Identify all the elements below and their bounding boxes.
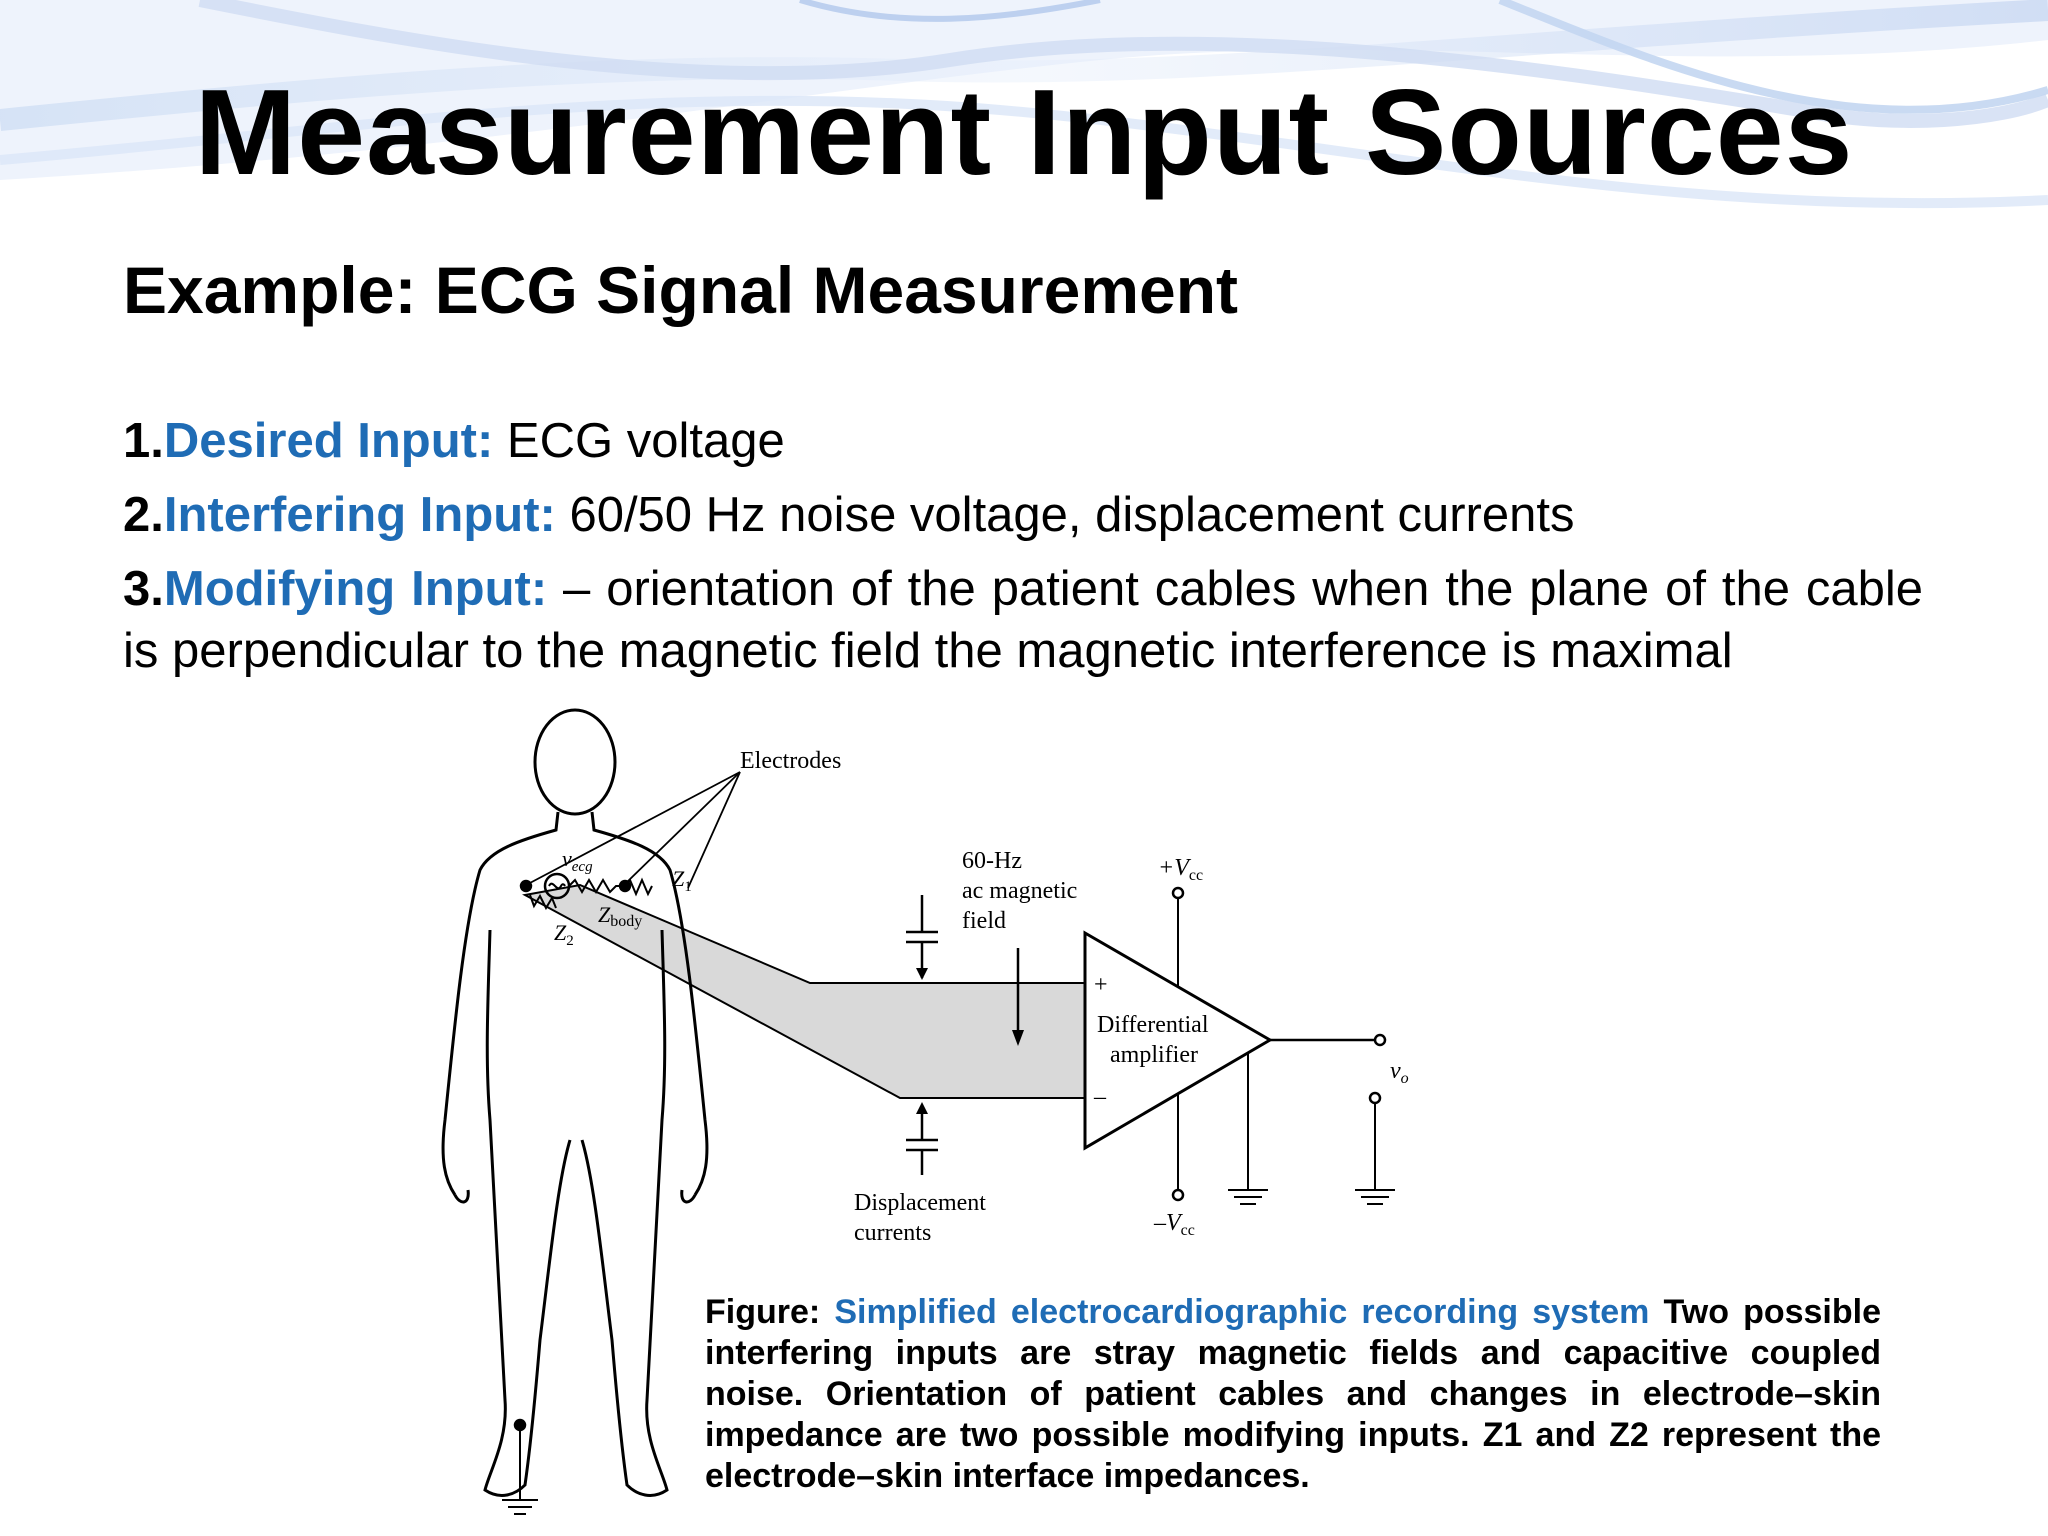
vcc-neg-terminal [1171, 1188, 1185, 1202]
output-terminal [1373, 1033, 1387, 1047]
amplifier-label-line2: amplifier [1110, 1042, 1198, 1068]
electrode-pointer-line [624, 771, 741, 885]
human-body-figure [441, 708, 709, 1497]
list-item-modifying-input: 3.Modifying Input: – orientation of the … [123, 558, 1923, 682]
electrode-pointer-line [527, 771, 741, 885]
capacitor-top-icon [906, 895, 938, 980]
amplifier-plus-sign: + [1094, 972, 1108, 998]
input-list: 1.Desired Input: ECG voltage 2.Interferi… [123, 410, 1923, 694]
amplifier-label-line1: Differential [1097, 1012, 1209, 1038]
item-number: 1. [123, 414, 164, 468]
z1-subscript: 1 [684, 879, 692, 895]
body-outline [441, 811, 709, 1497]
svg-text:Zbody: Zbody [598, 902, 642, 930]
electrode-pointer-line [687, 771, 741, 889]
slide-title: Measurement Input Sources [194, 64, 1854, 200]
amplifier-minus-sign: – [1093, 1084, 1107, 1110]
vcc-pos-terminal [1171, 886, 1185, 900]
zbody-resistor [568, 878, 625, 894]
svg-text:–Vcc: –Vcc [1153, 1210, 1195, 1239]
background-swoosh [0, 0, 2048, 209]
vecg-label: v [562, 846, 572, 871]
item-text: ECG voltage [493, 414, 785, 468]
item-label: Desired Input: [163, 414, 494, 468]
field-label-line1: 60-Hz [962, 848, 1022, 874]
zbody-subscript: body [610, 913, 642, 930]
zbody-label: Z [598, 902, 611, 927]
magnetic-field-arrow [1012, 948, 1024, 1046]
item-label: Modifying Input: [163, 562, 548, 616]
caption-label: Figure: [705, 1293, 821, 1331]
item-label: Interfering Input: [163, 488, 556, 542]
caption-text: Two possible interfering inputs are stra… [705, 1293, 1882, 1495]
item-text: 60/50 Hz noise voltage, displacement cur… [555, 488, 1575, 542]
svg-text:vecg: vecg [562, 846, 593, 875]
item-number: 2. [123, 488, 164, 542]
vcc-neg-subscript: cc [1181, 1222, 1195, 1239]
z2-subscript: 2 [566, 933, 574, 949]
item-text: – orientation of the patient cables when… [123, 562, 1923, 678]
vecg-subscript: ecg [572, 859, 593, 875]
svg-text:vo: vo [1390, 1058, 1409, 1087]
slide-subtitle: Example: ECG Signal Measurement [123, 253, 1239, 327]
capacitor-bottom-icon [906, 1102, 938, 1175]
caption-title: Simplified electrocardiographic recordin… [834, 1293, 1650, 1331]
svg-text:Z2: Z2 [554, 920, 574, 949]
displacement-label-line1: Displacement [854, 1190, 986, 1216]
ground-icon [502, 1499, 538, 1515]
z2-resistor [529, 893, 557, 911]
displacement-label-line2: currents [854, 1220, 931, 1246]
field-label-line2: ac magnetic [962, 878, 1077, 904]
list-item-interfering-input: 2.Interfering Input: 60/50 Hz noise volt… [123, 484, 1923, 546]
item-number: 3. [123, 562, 164, 616]
vo-subscript: o [1401, 1070, 1409, 1087]
z1-label: Z [672, 866, 685, 891]
vcc-neg-label: –V [1153, 1210, 1183, 1236]
vcc-pos-label: +V [1158, 855, 1191, 881]
ground-icon [1228, 1189, 1268, 1205]
svg-text:+Vcc: +Vcc [1158, 855, 1203, 884]
ecg-recording-diagram: Electrodes vecg Zbody Z1 Z2 60-Hz ac mag… [441, 708, 1409, 1515]
vcc-pos-subscript: cc [1189, 867, 1203, 884]
field-label-line3: field [962, 908, 1006, 934]
electrodes-label: Electrodes [740, 748, 841, 774]
vo-label: v [1390, 1058, 1401, 1084]
z2-label: Z [554, 920, 567, 945]
output-ground-terminal [1368, 1091, 1382, 1105]
svg-text:Z1: Z1 [672, 866, 692, 895]
ground-icon [1355, 1189, 1395, 1205]
figure-caption: Figure: Simplified electrocardiographic … [705, 1292, 1881, 1497]
list-item-desired-input: 1.Desired Input: ECG voltage [123, 410, 1923, 472]
head [533, 708, 617, 816]
